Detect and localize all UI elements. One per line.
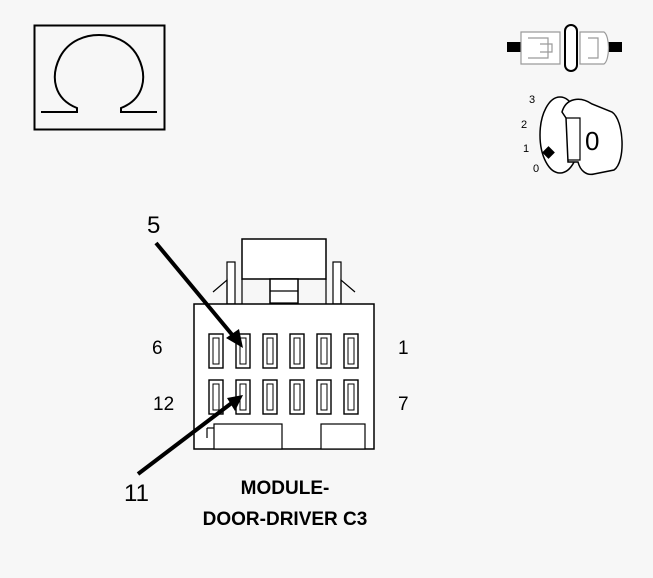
key-position-1: 1 — [523, 143, 530, 155]
connector-body — [193, 238, 375, 450]
pin-label-bottom-left: 12 — [153, 394, 175, 415]
cavity — [316, 379, 332, 415]
cavity — [289, 333, 305, 369]
ohmmeter-symbol-icon — [33, 24, 166, 131]
connector-disconnect-icon — [507, 24, 622, 72]
cavity — [262, 379, 278, 415]
cavity-row-top — [208, 333, 359, 369]
cavity — [289, 379, 305, 415]
key-position-3: 3 — [529, 94, 536, 106]
ignition-key-icon — [539, 96, 623, 176]
cavity — [343, 379, 359, 415]
cavity — [208, 379, 224, 415]
key-face-label: 0 — [585, 126, 600, 156]
cavity — [262, 333, 278, 369]
cavity — [343, 333, 359, 369]
callout-number-upper: 5 — [147, 212, 161, 239]
pin-label-top-right: 1 — [398, 338, 409, 359]
callout-arrow-lower — [136, 395, 243, 476]
cavity-row-bottom — [208, 379, 359, 415]
key-position-0: 0 — [533, 163, 540, 175]
pin-label-top-left: 6 — [152, 338, 163, 359]
connector-title-line-2: DOOR-DRIVER C3 — [202, 509, 368, 530]
key-position-2: 2 — [521, 119, 528, 131]
callout-arrow-upper — [154, 241, 243, 348]
cavity — [208, 333, 224, 369]
pin-label-bottom-right: 7 — [398, 394, 409, 415]
callout-number-lower: 11 — [124, 480, 149, 507]
connector-title-line-1: MODULE- — [240, 478, 330, 499]
cavity — [316, 333, 332, 369]
